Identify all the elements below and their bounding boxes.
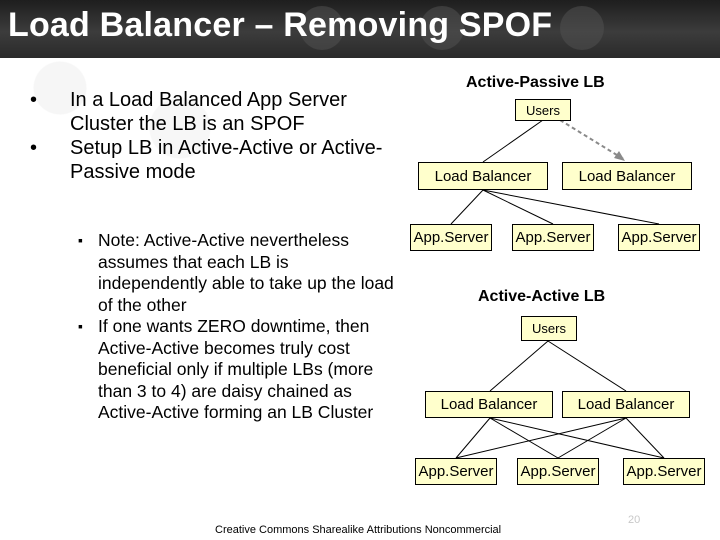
- active-active-heading: Active-Active LB: [478, 288, 606, 305]
- slide-title: Load Balancer – Removing SPOF: [8, 6, 553, 44]
- bullet-item: • Setup LB in Active-Active or Active-Pa…: [30, 136, 410, 184]
- background-pattern: [0, 58, 720, 540]
- ap-app-server-node: App.Server: [512, 224, 594, 251]
- bullet-item: • In a Load Balanced App Server Cluster …: [30, 88, 410, 136]
- ap-users-node: Users: [515, 99, 571, 121]
- aa-load-balancer-node: Load Balancer: [562, 391, 690, 418]
- sub-bullet-item: ▪ Note: Active-Active nevertheless assum…: [78, 230, 398, 316]
- bullet-list: • In a Load Balanced App Server Cluster …: [30, 88, 410, 184]
- ap-lb1-to-app1-line: [450, 189, 484, 225]
- aa-lb2-to-app2-line: [557, 417, 627, 459]
- bullet-dot-icon: •: [30, 137, 38, 159]
- aa-lb1-to-app2-line: [489, 417, 559, 459]
- footer-license: Creative Commons Sharealike Attributions…: [215, 524, 502, 536]
- bullet-text: In a Load Balanced App Server Cluster th…: [70, 89, 347, 135]
- aa-app-server-node: App.Server: [415, 458, 497, 485]
- sub-bullet-text: Note: Active-Active nevertheless assumes…: [98, 230, 394, 315]
- active-passive-heading: Active-Passive LB: [466, 74, 605, 91]
- ap-load-balancer-passive-node: Load Balancer: [562, 162, 692, 190]
- ap-users-to-lb2-passive-line: [559, 119, 626, 161]
- background-figure: [420, 6, 464, 50]
- square-bullet-icon: ▪: [78, 318, 83, 334]
- title-bar: Load Balancer – Removing SPOF: [0, 0, 720, 58]
- sub-bullet-text: If one wants ZERO downtime, then Active-…: [98, 316, 374, 422]
- aa-load-balancer-node: Load Balancer: [425, 391, 553, 418]
- aa-lb2-to-app1-line: [455, 417, 627, 459]
- aa-app-server-node: App.Server: [623, 458, 705, 485]
- aa-lb1-to-app3-line: [489, 417, 665, 459]
- aa-app-server-node: App.Server: [517, 458, 599, 485]
- aa-users-to-lb1-line: [489, 340, 549, 392]
- sub-bullet-list: ▪ Note: Active-Active nevertheless assum…: [78, 230, 398, 424]
- passive-arrowhead-icon: [614, 151, 625, 161]
- ap-app-server-node: App.Server: [618, 224, 700, 251]
- bullet-text: Setup LB in Active-Active or Active-Pass…: [70, 137, 383, 183]
- aa-users-to-lb2-line: [547, 340, 627, 392]
- background-figure: [560, 6, 604, 50]
- square-bullet-icon: ▪: [78, 232, 83, 248]
- aa-lb1-to-app1-line: [455, 417, 491, 459]
- sub-bullet-item: ▪ If one wants ZERO downtime, then Activ…: [78, 316, 398, 424]
- background-figure: [300, 6, 344, 50]
- ap-users-to-lb1-line: [482, 119, 544, 163]
- ap-load-balancer-active-node: Load Balancer: [418, 162, 548, 190]
- ap-lb1-to-app2-line: [482, 189, 554, 225]
- aa-users-node: Users: [521, 316, 577, 341]
- page-number: 20: [628, 514, 641, 526]
- ap-lb1-to-app3-line: [482, 189, 660, 225]
- bullet-dot-icon: •: [30, 89, 38, 111]
- aa-lb2-to-app3-line: [625, 417, 665, 459]
- ap-app-server-node: App.Server: [410, 224, 492, 251]
